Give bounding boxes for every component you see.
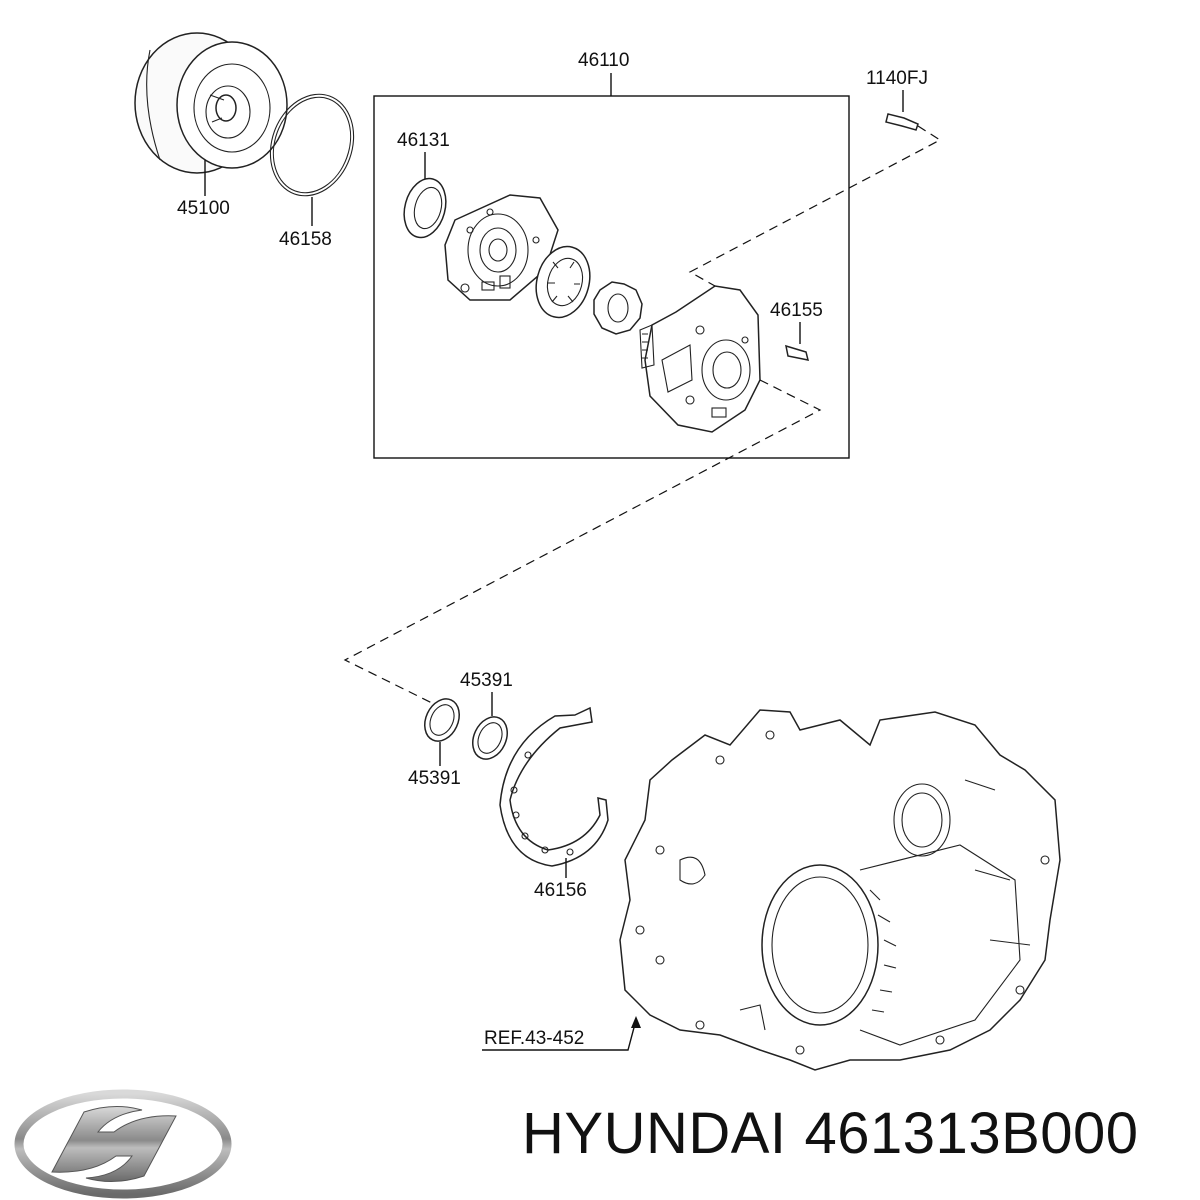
label-ref: REF.43-452 <box>484 1028 584 1049</box>
label-1140FJ: 1140FJ <box>866 68 928 89</box>
label-45100: 45100 <box>177 198 230 219</box>
o-ring[interactable] <box>257 82 368 226</box>
pin[interactable] <box>785 344 810 361</box>
label-45391-bottom: 45391 <box>408 768 461 789</box>
brand-name: HYUNDAI <box>522 1101 787 1166</box>
seal-ring-right[interactable] <box>466 711 514 764</box>
outer-gear[interactable] <box>529 240 598 323</box>
transmission-case[interactable] <box>619 709 1061 1071</box>
pump-housing[interactable] <box>639 285 761 433</box>
label-46158: 46158 <box>279 229 332 250</box>
torque-converter[interactable] <box>134 32 288 196</box>
assembly-box <box>373 95 850 459</box>
label-46110: 46110 <box>578 50 629 71</box>
inner-gear[interactable] <box>593 281 643 335</box>
hyundai-logo-icon <box>14 1089 232 1199</box>
label-46155: 46155 <box>770 300 823 321</box>
seal-ring-left[interactable] <box>418 693 466 746</box>
gasket[interactable] <box>499 706 609 867</box>
label-46131: 46131 <box>397 130 450 151</box>
pump-cover[interactable] <box>444 194 559 301</box>
oil-seal[interactable] <box>398 174 452 242</box>
ref-arrow-icon <box>631 1016 641 1028</box>
label-45391-top: 45391 <box>460 670 513 691</box>
label-46156: 46156 <box>534 880 587 901</box>
part-number: 461313B000 <box>804 1101 1139 1166</box>
bolt[interactable] <box>885 113 919 131</box>
